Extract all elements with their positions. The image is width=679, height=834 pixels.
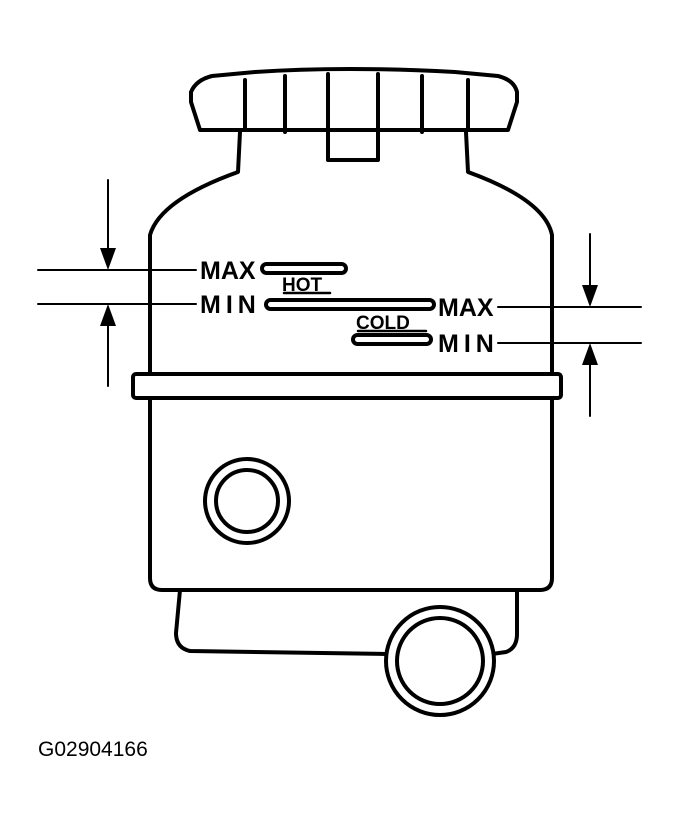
reservoir-band <box>131 372 563 400</box>
level-marks <box>260 262 436 346</box>
bottom-port <box>384 605 496 717</box>
arrow-up-icon <box>100 304 116 326</box>
reservoir-body-upper <box>148 130 554 376</box>
cold-min-label: MIN <box>438 330 499 358</box>
arrow-down-icon <box>100 248 116 270</box>
hot-dimension-lines <box>37 179 197 387</box>
reservoir-body-lower <box>148 396 554 592</box>
hot-state-label: HOT <box>282 275 323 296</box>
hot-min-label: MIN <box>200 291 261 319</box>
reservoir-base <box>174 588 389 656</box>
cold-state-label: COLD <box>356 313 410 334</box>
side-port <box>203 457 291 545</box>
figure-id: G02904166 <box>38 738 148 761</box>
cold-max-label: MAX <box>438 294 494 322</box>
arrow-down-icon <box>582 285 598 307</box>
hot-max-label: MAX <box>200 257 256 285</box>
cold-dimension-lines <box>497 233 642 417</box>
arrow-up-icon <box>582 343 598 365</box>
reservoir-cap <box>189 67 519 162</box>
